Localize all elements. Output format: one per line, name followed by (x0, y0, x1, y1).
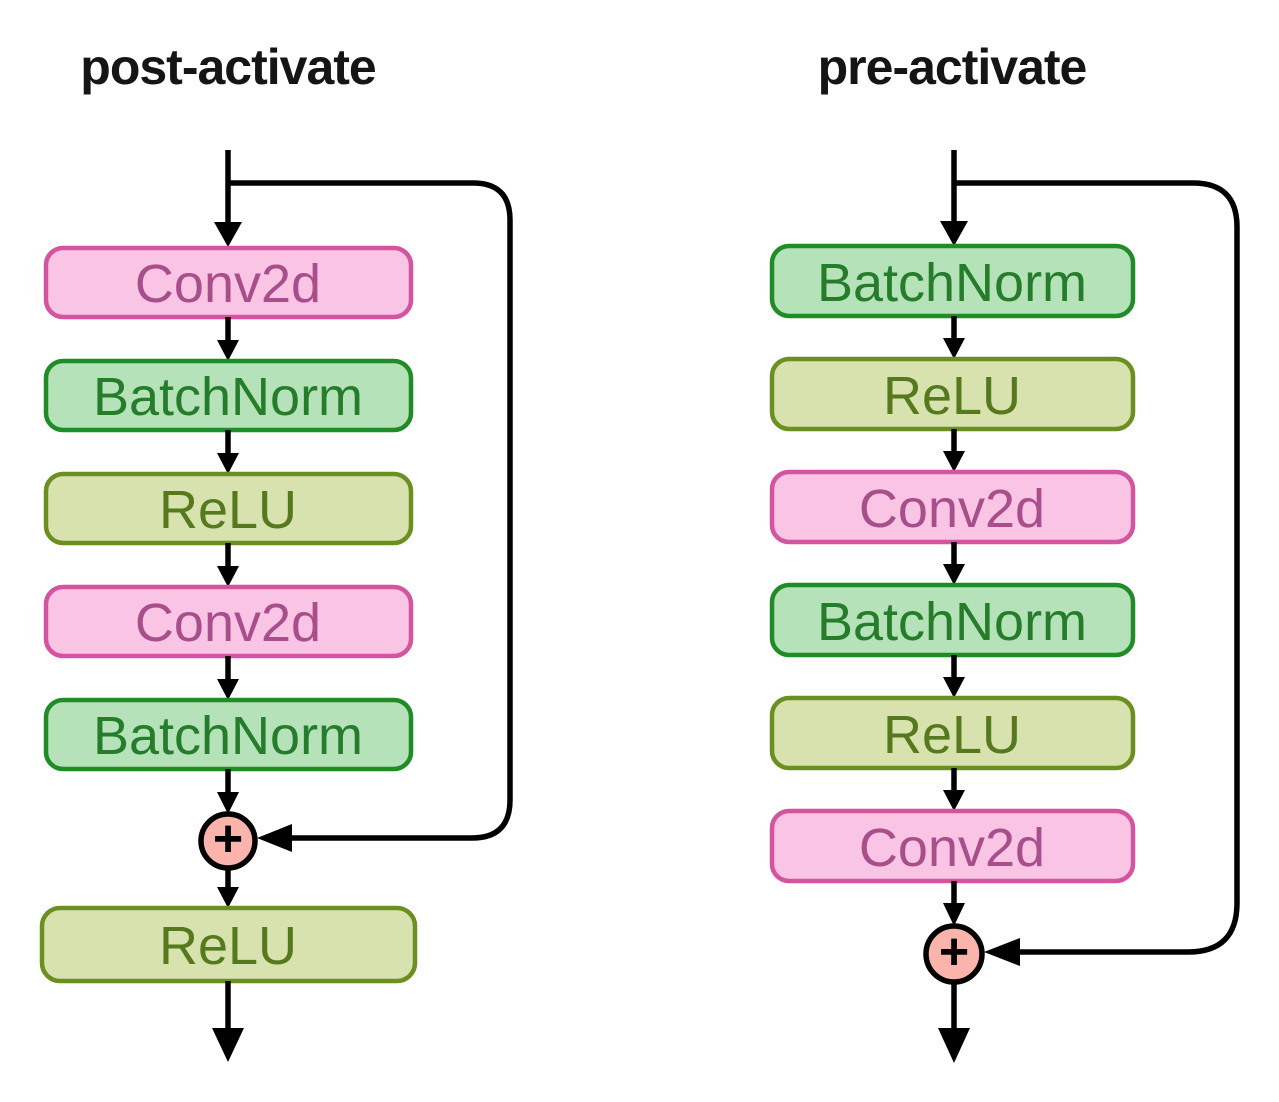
post-activate-diagram: post-activate Conv2d BatchNorm ReLU Conv… (39, 39, 513, 1062)
arrow-head-icon (943, 790, 965, 811)
arrow-head-icon (938, 1028, 970, 1063)
skip-connection-line (954, 180, 1240, 955)
sum-node: + (198, 810, 258, 871)
arrow-head-icon (217, 340, 239, 361)
arrow-head-icon (943, 564, 965, 585)
layer-conv2d: Conv2d (769, 469, 1136, 545)
plus-icon: + (939, 923, 969, 981)
arrow-head-icon (212, 1028, 244, 1062)
arrow-head-icon (217, 679, 239, 700)
layer-label-relu: ReLU (159, 916, 297, 976)
layer-label-conv2d: Conv2d (859, 818, 1045, 878)
arrow-head-icon (217, 453, 239, 474)
layer-label-conv2d: Conv2d (135, 254, 321, 314)
layer-label-conv2d: Conv2d (859, 479, 1045, 539)
layer-label-batchnorm: BatchNorm (817, 253, 1087, 313)
arrow-head-icon (257, 824, 292, 852)
arrow-head-icon (943, 451, 965, 472)
arrow-head-icon (214, 222, 242, 247)
layer-batchnorm: BatchNorm (43, 697, 414, 772)
arrow-head-icon (984, 938, 1020, 966)
post-activate-title: post-activate (80, 39, 376, 95)
layer-label-relu: ReLU (883, 705, 1021, 765)
arrow-head-icon (940, 221, 968, 246)
arrow-head-icon (943, 338, 965, 359)
layer-label-relu: ReLU (159, 480, 297, 540)
layer-relu: ReLU (769, 356, 1136, 432)
layer-conv2d: Conv2d (43, 584, 414, 659)
arrow-head-icon (217, 792, 239, 814)
plus-icon: + (213, 810, 243, 868)
layer-label-batchnorm: BatchNorm (93, 706, 363, 766)
pre-activate-diagram: pre-activate BatchNorm ReLU Conv2d Batch… (769, 39, 1240, 1063)
layer-label-relu: ReLU (883, 366, 1021, 426)
layer-label-batchnorm: BatchNorm (93, 367, 363, 427)
layer-batchnorm: BatchNorm (769, 243, 1136, 319)
arrow-head-icon (943, 903, 965, 926)
layer-label-conv2d: Conv2d (135, 593, 321, 653)
arrow-head-icon (217, 566, 239, 587)
layer-conv2d: Conv2d (769, 808, 1136, 884)
arrow-head-icon (217, 887, 239, 908)
skip-connection-line (228, 180, 513, 841)
pre-activate-title: pre-activate (818, 39, 1087, 95)
layer-label-batchnorm: BatchNorm (817, 592, 1087, 652)
layer-conv2d: Conv2d (43, 245, 414, 320)
layer-batchnorm: BatchNorm (43, 358, 414, 433)
layer-relu: ReLU (769, 695, 1136, 771)
layer-relu: ReLU (39, 905, 418, 984)
sum-node: + (923, 923, 985, 985)
arrow-head-icon (943, 677, 965, 698)
layer-relu: ReLU (43, 471, 414, 546)
layer-batchnorm: BatchNorm (769, 582, 1136, 658)
